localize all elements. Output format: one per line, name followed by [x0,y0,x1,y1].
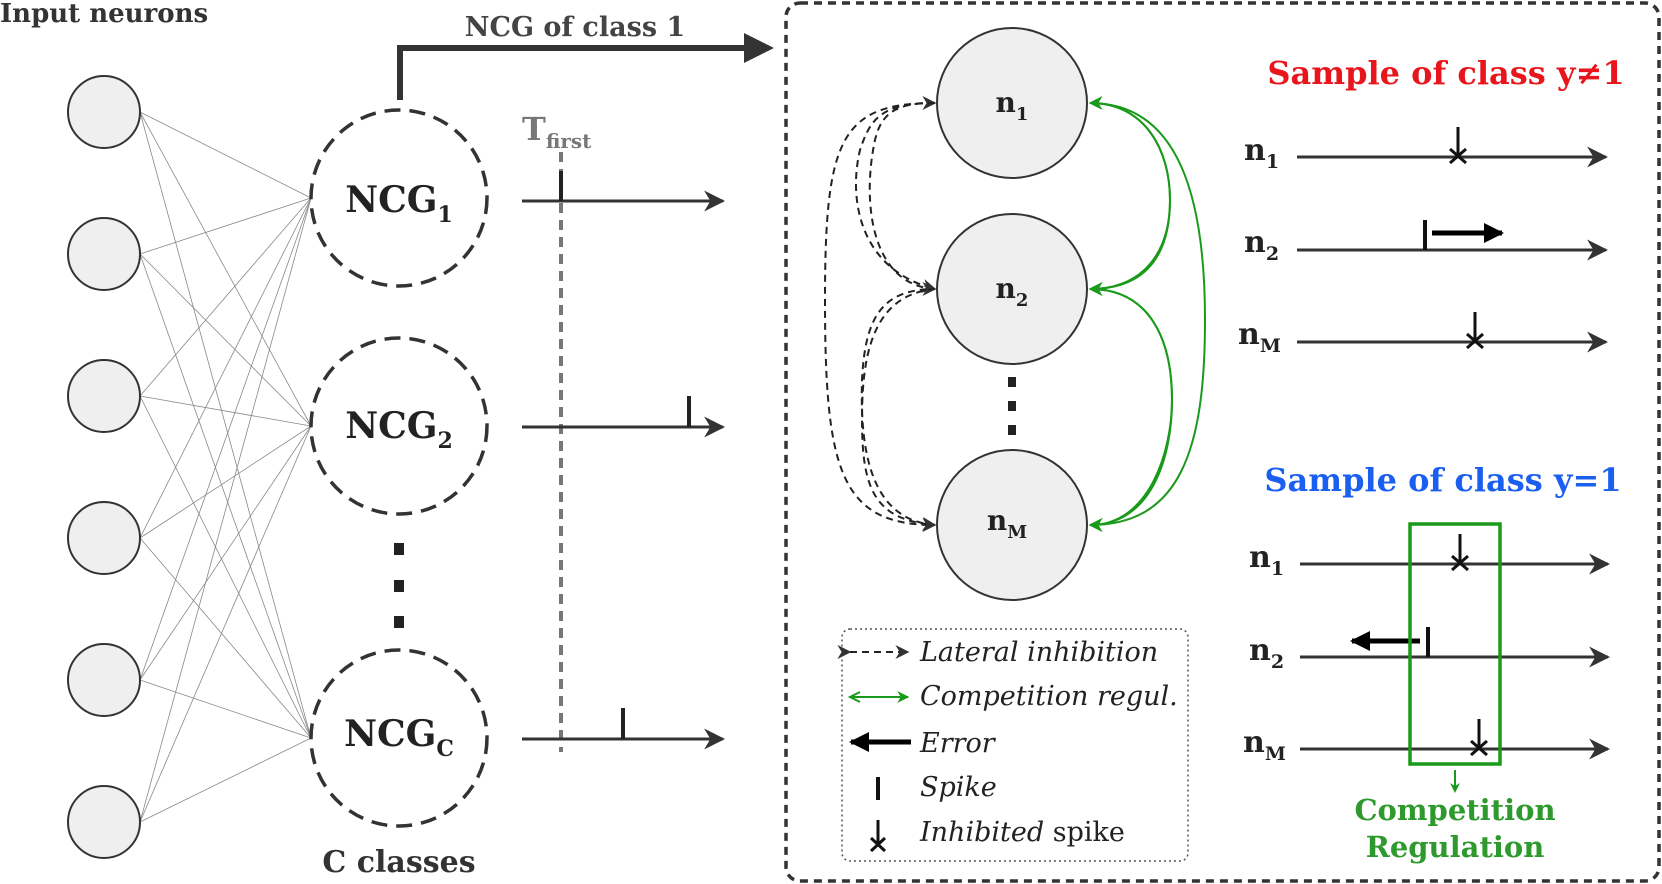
ncg-2-circle [309,336,489,516]
inhibited-spike [1470,719,1488,757]
neg-row-label: n2 [1244,225,1279,265]
connection-line [139,197,312,823]
legend-lateral: Lateral inhibition [837,637,1158,668]
pos-row-label: n2 [1249,633,1284,673]
neuron-n1-label: n1 [996,86,1029,125]
input-neuron [67,643,141,717]
connection-line [139,111,312,427]
connection-line [139,395,312,739]
connection-line [139,679,312,739]
connection-line [139,737,312,823]
connection-line [139,111,312,199]
inhibited-spike [1449,127,1467,165]
legend-error: Error [849,728,997,759]
legend-box [841,628,1189,862]
neg-row-label: nM [1238,317,1281,357]
connection-line [139,197,312,397]
ncg-detail-box [784,1,1661,883]
neuron-n2-label: n2 [996,272,1029,311]
input-neuron-layer [67,75,141,859]
positive-sample-title: Sample of class y=1 [1264,461,1621,499]
connection-line [139,425,312,823]
ncg-c: NCGC [309,648,489,828]
neg-row-nm: nM [1238,312,1609,357]
pos-row-nm: nM [1243,719,1611,765]
competition-regulation-label-2: Regulation [1366,830,1545,864]
neg-row-n2: n2 [1244,220,1609,265]
connection-line [139,111,312,739]
negative-sample-title: Sample of class y≠1 [1267,54,1624,92]
tfirst-label: Tfirst [522,110,592,153]
spike-train-ncg1 [522,171,726,212]
inhibited-spike [1466,312,1484,350]
connection-line [139,425,312,681]
ncg-1-circle [309,108,489,288]
legend-inhibited: Inhibited spike [869,817,1125,853]
ncg-ellipsis [394,543,404,628]
pos-row-n1: n1 [1249,534,1611,580]
input-neuron [67,217,141,291]
ncg-class1-label: NCG of class 1 [465,12,685,43]
pos-row-label: n1 [1249,540,1284,580]
pos-row-label: nM [1243,725,1286,765]
inhibited-spike [1451,534,1469,572]
connection-line [139,253,312,739]
connection-line [139,395,312,427]
pos-row-n2: n2 [1249,627,1611,673]
legend-spike-label: Spike [920,772,997,803]
neg-row-n1: n1 [1244,127,1609,173]
spike-train-ncgc [522,708,726,750]
input-neuron [67,359,141,433]
connection-line [139,197,312,255]
lateral-inhibition-arrows [823,96,937,532]
legend-competition-label: Competition regul. [920,681,1178,712]
legend: Lateral inhibition Competition regul. Er… [837,628,1189,862]
competition-regulation-label-1: Competition [1354,793,1555,827]
connection-line [139,425,312,539]
legend-lateral-label: Lateral inhibition [919,637,1158,668]
ncg-1: NCG1 [309,108,489,288]
ncg-c-label: NCGC [344,713,454,762]
neuron-n2: n2 [936,213,1088,365]
legend-spike: Spike [876,772,997,803]
legend-inhibited-label: Inhibited spike [919,817,1125,848]
connection-line [139,197,312,539]
neuron-ellipsis [1008,377,1016,435]
competition-regulation-arrows [1088,96,1207,532]
input-neuron [67,501,141,575]
ncg-2-label: NCG2 [345,405,453,454]
spike-train-ncg2 [522,396,726,438]
c-classes-label: C classes [322,845,475,880]
ncg-class1-arrow [397,33,774,100]
input-connections [139,111,312,823]
input-neurons-title: Input neurons [0,0,208,29]
neuron-n1: n1 [936,27,1088,179]
legend-competition: Competition regul. [847,681,1178,712]
ncg-1-label: NCG1 [345,179,453,228]
connection-line [139,197,312,681]
neuron-nm: nM [936,449,1088,601]
input-neuron [67,785,141,859]
connection-line [139,253,312,427]
connection-line [139,537,312,739]
competition-regulation-window [1408,522,1502,766]
legend-error-label: Error [919,728,997,759]
neg-row-label: n1 [1244,133,1279,173]
ncg-c-circle [309,648,489,828]
input-neuron [67,75,141,149]
neuron-nm-label: nM [987,504,1027,543]
ncg-2: NCG2 [309,336,489,516]
